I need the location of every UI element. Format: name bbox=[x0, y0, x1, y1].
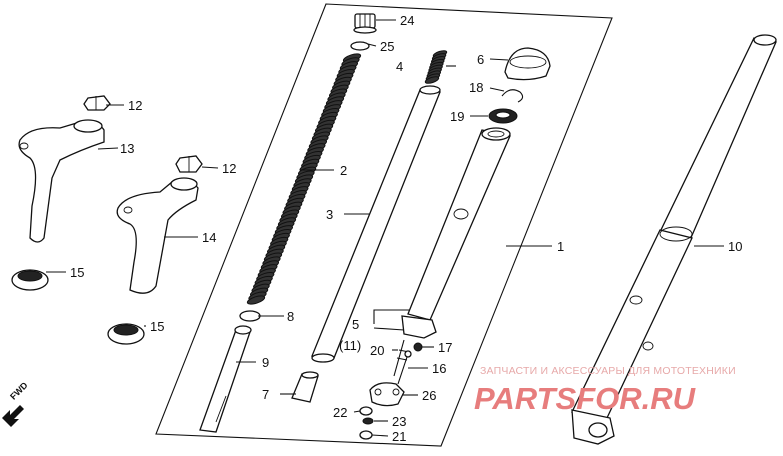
callout-4: 4 bbox=[396, 59, 403, 74]
callout-15-upper: 15 bbox=[70, 265, 84, 280]
part-12-top-nut-b bbox=[175, 155, 203, 173]
callout-10: 10 bbox=[728, 239, 742, 254]
callout-12-lower: 12 bbox=[222, 161, 236, 176]
callout-2: 2 bbox=[340, 163, 347, 178]
part-18-clip bbox=[501, 89, 524, 103]
part-15-rubber-mount-a bbox=[11, 269, 49, 291]
assembly-boundary bbox=[155, 3, 613, 447]
leader-lines bbox=[46, 19, 724, 437]
callout-23: 23 bbox=[392, 414, 406, 429]
watermark-tagline: ЗАПЧАСТИ И АКСЕССУАРЫ ДЛЯ МОТОТЕХНИКИ bbox=[480, 365, 736, 377]
part-13-lamp-bracket-right bbox=[18, 119, 105, 243]
callout-14: 14 bbox=[202, 230, 216, 245]
part-6-dust-seal bbox=[504, 47, 551, 81]
callout-20: 20 bbox=[370, 343, 384, 358]
callout-1: 1 bbox=[557, 239, 564, 254]
callout-13: 13 bbox=[120, 141, 134, 156]
part-24-cap-bolt bbox=[353, 13, 377, 34]
callout-16: 16 bbox=[432, 361, 446, 376]
callout-19: 19 bbox=[450, 109, 464, 124]
callout-5: 5 bbox=[352, 317, 359, 332]
callout-24: 24 bbox=[400, 13, 414, 28]
callout-11: (11) bbox=[339, 338, 361, 353]
callout-9: 9 bbox=[262, 355, 269, 370]
part-19-oil-seal bbox=[488, 108, 518, 124]
part-26-axle-holder bbox=[369, 382, 405, 407]
part-15-rubber-mount-b bbox=[107, 323, 145, 345]
fwd-label: FWD bbox=[8, 380, 30, 402]
callout-8: 8 bbox=[287, 309, 294, 324]
watermark-logo: PARTSFOR.RU bbox=[474, 381, 697, 416]
callout-22: 22 bbox=[333, 405, 347, 420]
callout-7: 7 bbox=[262, 387, 269, 402]
part-23-washer bbox=[362, 417, 374, 425]
part-21-nut bbox=[359, 430, 373, 440]
part-7-oil-lock-piece bbox=[291, 371, 319, 403]
part-1-fork-slider bbox=[401, 127, 511, 339]
part-16-bolt bbox=[397, 350, 412, 385]
forward-direction-arrow: FWD bbox=[2, 380, 30, 427]
callout-3: 3 bbox=[326, 207, 333, 222]
part-9-damper-rod bbox=[199, 325, 252, 433]
part-8-piston-ring bbox=[239, 310, 261, 322]
callout-18: 18 bbox=[469, 80, 483, 95]
callout-26: 26 bbox=[422, 388, 436, 403]
part-14-lamp-bracket-left bbox=[116, 177, 199, 294]
part-10-fork-assembly bbox=[571, 34, 777, 445]
callout-12-upper: 12 bbox=[128, 98, 142, 113]
part-17-washer bbox=[413, 342, 423, 352]
part-22-nut bbox=[359, 406, 373, 416]
part-25-o-ring bbox=[350, 41, 370, 51]
callout-21: 21 bbox=[392, 429, 406, 444]
callout-25: 25 bbox=[380, 39, 394, 54]
part-3-fork-tube bbox=[311, 85, 441, 363]
part-4-short-spring bbox=[424, 50, 448, 84]
callout-17: 17 bbox=[438, 340, 452, 355]
part-2-fork-spring bbox=[246, 53, 362, 305]
callout-15-lower: 15 bbox=[150, 319, 164, 334]
callout-6: 6 bbox=[477, 52, 484, 67]
part-12-top-nut-a bbox=[83, 95, 111, 111]
